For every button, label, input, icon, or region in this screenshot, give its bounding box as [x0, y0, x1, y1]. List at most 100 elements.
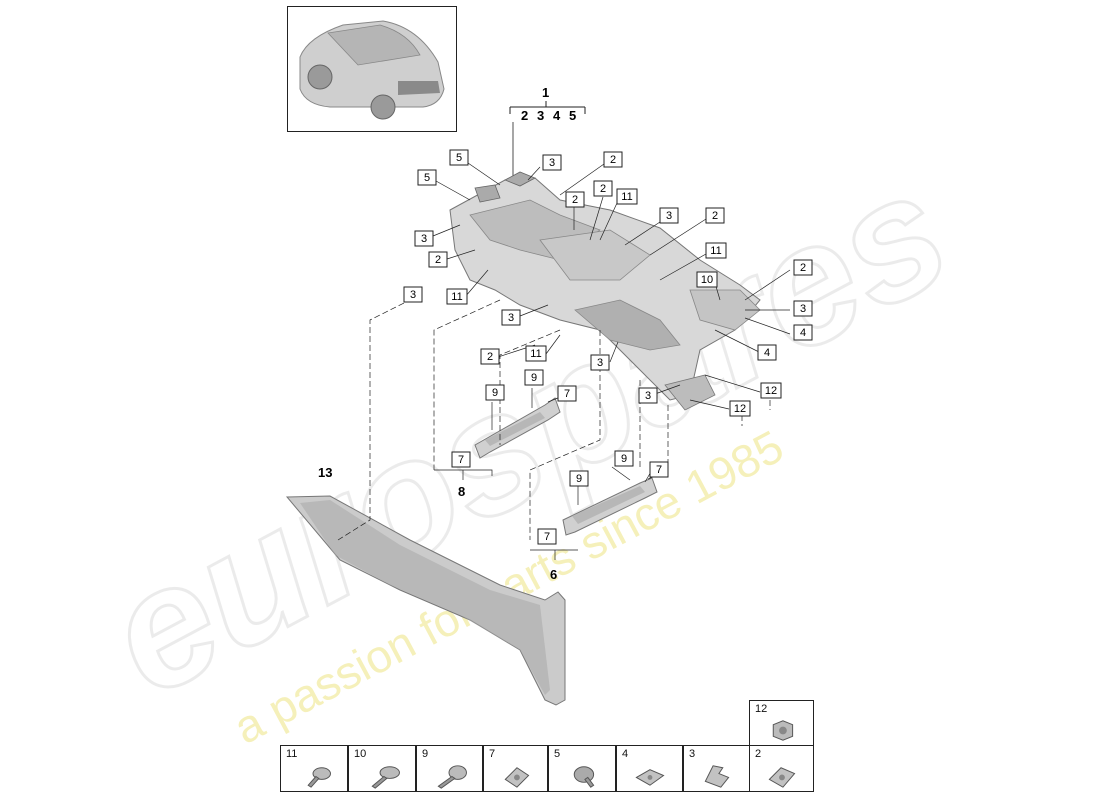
mounting-rail-6-part — [562, 477, 658, 536]
callout-3: 3 — [414, 230, 434, 247]
assembly-label-6: 6 — [550, 567, 557, 582]
svg-text:3: 3 — [410, 289, 416, 301]
legend-cell-10: 10 — [348, 745, 416, 792]
svg-text:9: 9 — [576, 473, 582, 485]
legend-number: 9 — [422, 748, 429, 760]
svg-text:9: 9 — [621, 453, 627, 465]
svg-text:12: 12 — [734, 403, 746, 415]
header-sub-3: 3 — [537, 108, 544, 123]
callout-7: 7 — [649, 461, 669, 478]
callout-9: 9 — [614, 450, 634, 467]
callout-2: 2 — [593, 180, 613, 197]
callout-3: 3 — [793, 300, 813, 317]
vehicle-thumbnail — [287, 6, 457, 132]
header-sub-5: 5 — [569, 108, 576, 123]
svg-text:5: 5 — [424, 172, 430, 184]
callout-2: 2 — [565, 191, 585, 208]
mounting-rail-8-part — [474, 397, 561, 459]
callout-11: 11 — [525, 345, 547, 362]
legend-number: 11 — [286, 748, 298, 760]
svg-text:7: 7 — [544, 531, 550, 543]
svg-text:7: 7 — [458, 454, 464, 466]
svg-text:2: 2 — [712, 210, 718, 222]
legend-cell-9: 9 — [416, 745, 483, 792]
svg-text:12: 12 — [765, 385, 777, 397]
legend-cell-5: 5 — [548, 745, 616, 792]
callout-5: 5 — [449, 149, 469, 166]
legend-number: 4 — [622, 748, 629, 760]
callout-11: 11 — [446, 288, 468, 305]
svg-text:2: 2 — [487, 351, 493, 363]
flange-bolt-icon — [371, 766, 400, 789]
callout-3: 3 — [659, 207, 679, 224]
svg-text:4: 4 — [764, 347, 770, 359]
callout-10: 10 — [696, 271, 718, 288]
svg-text:3: 3 — [666, 210, 672, 222]
svg-text:5: 5 — [456, 152, 462, 164]
callout-9: 9 — [569, 470, 589, 487]
svg-text:2: 2 — [800, 262, 806, 274]
callout-2: 2 — [603, 151, 623, 168]
vehicle-thumbnail-image — [299, 20, 445, 120]
svg-text:3: 3 — [508, 312, 514, 324]
legend-number: 5 — [554, 748, 561, 760]
callout-7: 7 — [451, 451, 471, 468]
legend-number: 2 — [755, 748, 762, 760]
speed-nut-icon — [635, 769, 665, 786]
legend-cell-2: 2 — [749, 745, 814, 792]
callouts: 5 3 2 5 2 2 11 3 2 3 2 11 2 3 11 10 3 4 … — [403, 149, 813, 545]
callout-12: 12 — [729, 400, 751, 417]
callout-4: 4 — [757, 344, 777, 361]
legend-number: 10 — [354, 748, 367, 760]
callout-9: 9 — [485, 384, 505, 401]
assembly-label-13: 13 — [318, 465, 332, 480]
header-main-label: 1 — [542, 85, 549, 100]
u-nut-icon — [768, 767, 796, 788]
callout-3: 3 — [403, 286, 423, 303]
legend-number: 7 — [489, 748, 496, 760]
screw-icon — [307, 767, 331, 788]
svg-text:3: 3 — [421, 233, 427, 245]
svg-text:11: 11 — [710, 245, 721, 257]
assembly-label-8: 8 — [458, 484, 465, 499]
callout-4: 4 — [793, 324, 813, 341]
svg-text:9: 9 — [531, 372, 537, 384]
callout-3: 3 — [590, 354, 610, 371]
svg-text:11: 11 — [530, 348, 541, 360]
svg-text:7: 7 — [564, 388, 570, 400]
callout-11: 11 — [616, 188, 638, 205]
legend-cell-12: 12 — [749, 700, 814, 746]
svg-text:9: 9 — [492, 387, 498, 399]
legend-cell-3: 3 — [683, 745, 750, 792]
callout-2: 2 — [428, 251, 448, 268]
legend-number: 3 — [689, 748, 696, 760]
callout-3: 3 — [638, 387, 658, 404]
svg-text:3: 3 — [549, 157, 555, 169]
bolt-icon — [437, 765, 467, 789]
svg-text:4: 4 — [800, 327, 806, 339]
console-bracket-part — [449, 171, 761, 411]
clip-nut-icon — [504, 767, 530, 788]
svg-text:2: 2 — [600, 183, 606, 195]
header-sub-2: 2 — [521, 108, 528, 123]
callout-9: 9 — [524, 369, 544, 386]
legend-number: 12 — [755, 703, 768, 715]
svg-text:11: 11 — [451, 291, 462, 303]
svg-text:2: 2 — [610, 154, 616, 166]
header-sub-4: 4 — [553, 108, 561, 123]
svg-text:2: 2 — [435, 254, 441, 266]
svg-text:10: 10 — [701, 274, 713, 286]
legend-cell-4: 4 — [616, 745, 683, 792]
legend-cell-7: 7 — [483, 745, 548, 792]
callout-3: 3 — [501, 309, 521, 326]
callout-5: 5 — [417, 169, 437, 186]
svg-text:2: 2 — [572, 194, 578, 206]
collar-screw-icon — [573, 766, 595, 788]
svg-text:7: 7 — [656, 464, 662, 476]
svg-text:3: 3 — [645, 390, 651, 402]
callout-2: 2 — [480, 348, 500, 365]
header-group: 1 2 3 4 5 — [509, 85, 586, 190]
callout-2: 2 — [793, 259, 813, 276]
svg-text:3: 3 — [800, 303, 806, 315]
